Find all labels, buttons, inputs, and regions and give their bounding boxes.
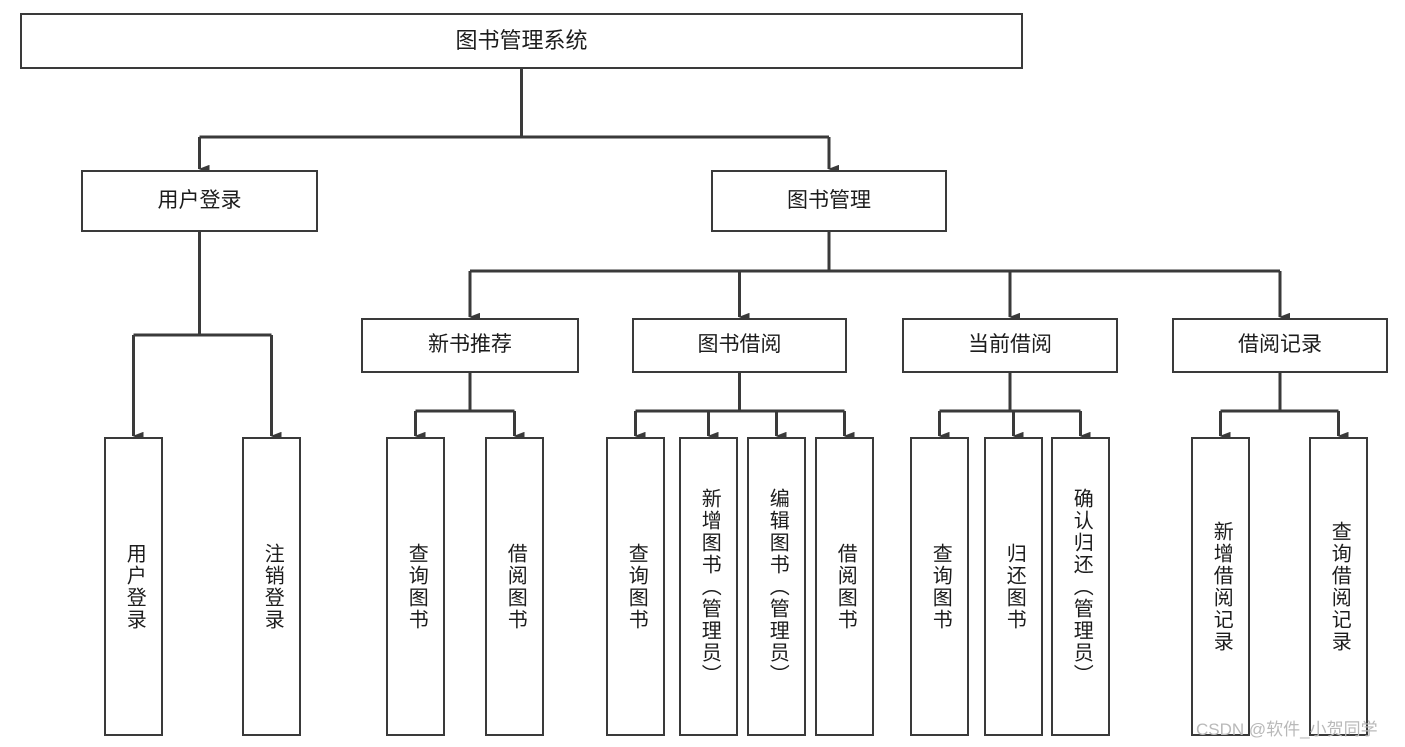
leaf-user-login[interactable]: 用户登录: [104, 437, 163, 736]
node-label: 借阅记录: [1238, 333, 1322, 357]
node-label: 编辑图书（管理员）: [766, 487, 789, 686]
node-label: 注销登录: [261, 542, 284, 631]
leaf-confirm-return-admin[interactable]: 确认归还（管理员）: [1051, 437, 1110, 736]
leaf-borrow-book[interactable]: 借阅图书: [815, 437, 874, 736]
csdn-watermark: CSDN @软件_小贺同学: [1196, 720, 1378, 739]
node-borrow-record[interactable]: 借阅记录: [1172, 318, 1388, 373]
node-label: 用户登录: [157, 188, 242, 212]
node-label: 确认归还（管理员）: [1070, 487, 1093, 686]
node-label: 查询图书: [625, 542, 648, 631]
node-label: 图书借阅: [697, 333, 782, 357]
leaf-add-borrow-record[interactable]: 新增借阅记录: [1191, 437, 1250, 736]
node-label: 用户登录: [123, 542, 146, 631]
node-label: 查询图书: [405, 542, 428, 631]
node-book-borrow[interactable]: 图书借阅: [632, 318, 847, 373]
node-new-book-recommend[interactable]: 新书推荐: [361, 318, 579, 373]
node-root[interactable]: 图书管理系统: [20, 13, 1023, 69]
leaf-logout[interactable]: 注销登录: [242, 437, 301, 736]
leaf-query-book-recommend[interactable]: 查询图书: [386, 437, 445, 736]
leaf-return-book[interactable]: 归还图书: [984, 437, 1043, 736]
leaf-query-borrow-record[interactable]: 查询借阅记录: [1309, 437, 1368, 736]
node-label: 查询借阅记录: [1328, 520, 1351, 653]
node-label: 查询图书: [929, 542, 952, 631]
node-label: 借阅图书: [504, 542, 527, 631]
leaf-query-book-current[interactable]: 查询图书: [910, 437, 969, 736]
node-label: 图书管理: [787, 188, 871, 212]
node-label: 当前借阅: [968, 333, 1052, 357]
node-label: 新增借阅记录: [1210, 520, 1233, 653]
node-current-borrow[interactable]: 当前借阅: [902, 318, 1118, 373]
node-user-login[interactable]: 用户登录: [81, 170, 318, 232]
leaf-add-book-admin[interactable]: 新增图书（管理员）: [679, 437, 738, 736]
node-book-management[interactable]: 图书管理: [711, 170, 947, 232]
node-label: 归还图书: [1003, 542, 1026, 631]
leaf-query-book-borrow[interactable]: 查询图书: [606, 437, 665, 736]
node-label: 新增图书（管理员）: [698, 487, 721, 686]
leaf-edit-book-admin[interactable]: 编辑图书（管理员）: [747, 437, 806, 736]
node-label: 图书管理系统: [455, 28, 588, 54]
node-label: 新书推荐: [428, 333, 512, 357]
node-label: 借阅图书: [834, 542, 857, 631]
leaf-borrow-book-recommend[interactable]: 借阅图书: [485, 437, 544, 736]
